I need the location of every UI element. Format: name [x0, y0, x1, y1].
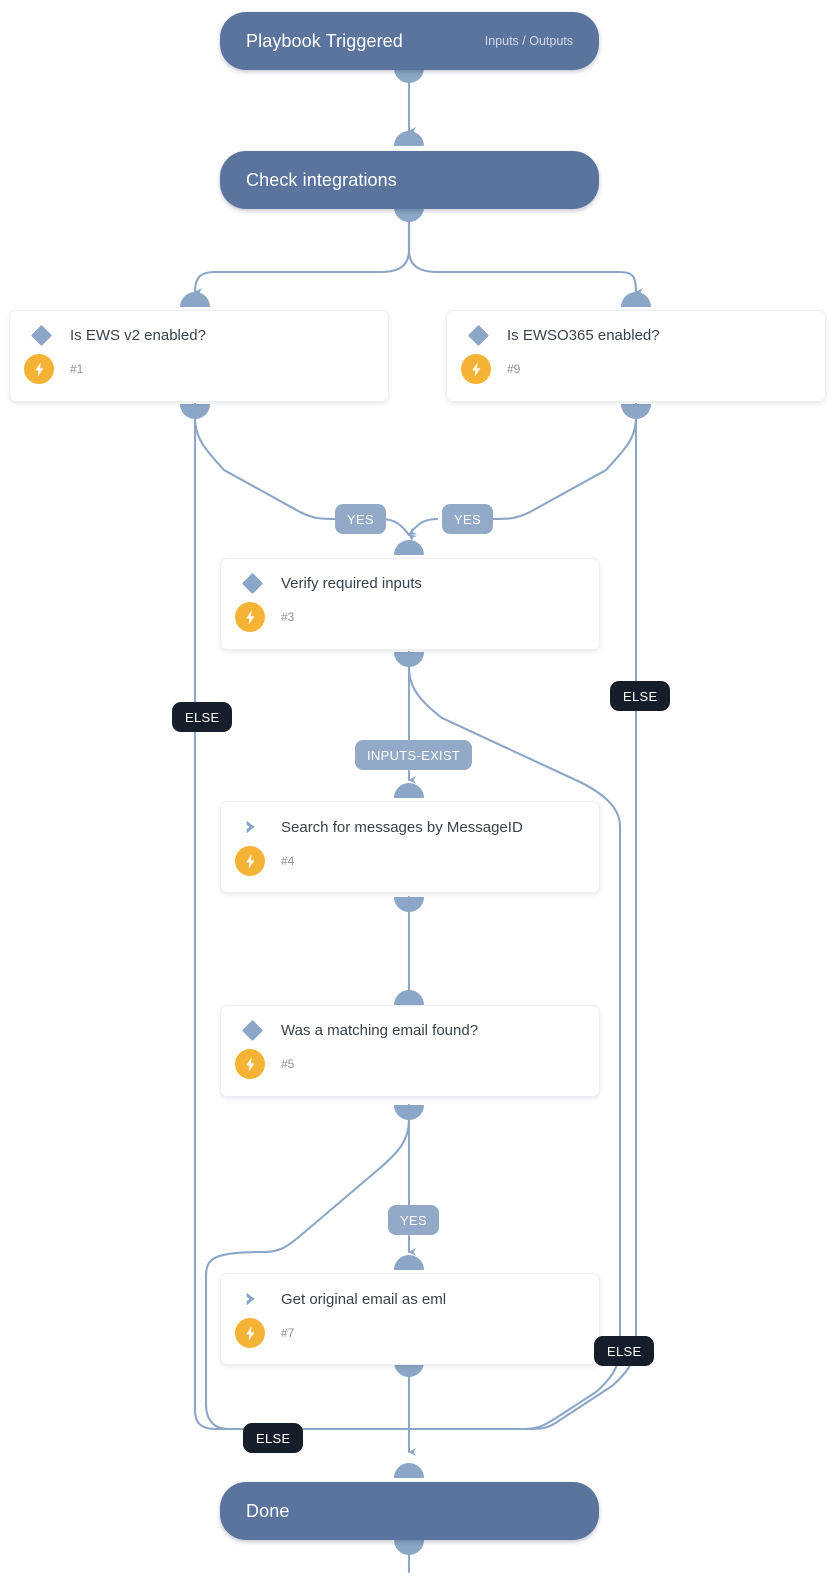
condition-diamond-icon	[24, 324, 58, 347]
card-header: Is EWSO365 enabled?	[447, 311, 825, 347]
node-title: Was a matching email found?	[281, 1022, 479, 1039]
edge-label-yes-matching-email[interactable]: YES	[388, 1205, 439, 1235]
automation-bolt-icon	[235, 846, 265, 876]
node-is-ews-v2-enabled[interactable]: Is EWS v2 enabled? #1	[9, 310, 389, 402]
node-title: Playbook Triggered	[246, 30, 403, 51]
edge-label-else-ews-v2[interactable]: ELSE	[172, 702, 233, 732]
card-header: Verify required inputs	[221, 559, 599, 595]
node-title: Get original email as eml	[281, 1290, 447, 1308]
automation-bolt-icon	[235, 1049, 265, 1079]
node-number: #4	[281, 854, 295, 868]
node-verify-required-inputs[interactable]: Verify required inputs #3	[220, 558, 600, 650]
card-header: Is EWS v2 enabled?	[10, 311, 388, 347]
condition-diamond-icon	[461, 324, 495, 347]
task-chevron-icon	[235, 1290, 269, 1308]
edge-label-else-ewso365[interactable]: ELSE	[610, 681, 671, 711]
automation-bolt-icon	[235, 602, 265, 632]
card-footer: #3	[221, 592, 599, 646]
card-footer: #7	[221, 1308, 599, 1362]
node-number: #5	[281, 1057, 295, 1071]
card-footer: #5	[221, 1039, 599, 1093]
node-search-for-messages-by-messageid[interactable]: Search for messages by MessageID #4	[220, 801, 600, 893]
edge-label-yes-right[interactable]: YES	[442, 504, 493, 534]
node-title: Done	[246, 1500, 290, 1521]
card-footer: #1	[10, 344, 388, 398]
edge-label-yes-left[interactable]: YES	[335, 504, 386, 534]
node-title: Is EWSO365 enabled?	[507, 327, 660, 344]
edge-label-else-bottom[interactable]: ELSE	[243, 1423, 304, 1453]
automation-bolt-icon	[235, 1318, 265, 1348]
node-playbook-triggered[interactable]: Playbook Triggered Inputs / Outputs	[220, 12, 599, 70]
edge-label-inputs-exist[interactable]: INPUTS-EXIST	[355, 740, 473, 770]
node-is-ewso365-enabled[interactable]: Is EWSO365 enabled? #9	[446, 310, 826, 402]
node-title: Verify required inputs	[281, 575, 422, 592]
node-title: Check integrations	[246, 169, 397, 190]
card-footer: #9	[447, 344, 825, 398]
condition-diamond-icon	[235, 572, 269, 595]
node-title: Is EWS v2 enabled?	[70, 327, 206, 344]
node-was-a-matching-email-found[interactable]: Was a matching email found? #5	[220, 1005, 600, 1097]
node-inputs-outputs-label: Inputs / Outputs	[484, 34, 573, 48]
card-header: Get original email as eml	[221, 1274, 599, 1308]
automation-bolt-icon	[461, 354, 491, 384]
task-chevron-icon	[235, 818, 269, 836]
card-header: Search for messages by MessageID	[221, 802, 599, 836]
card-header: Was a matching email found?	[221, 1006, 599, 1042]
condition-diamond-icon	[235, 1019, 269, 1042]
node-check-integrations[interactable]: Check integrations	[220, 151, 599, 209]
node-number: #9	[507, 362, 521, 376]
automation-bolt-icon	[24, 354, 54, 384]
card-footer: #4	[221, 836, 599, 890]
node-number: #3	[281, 610, 295, 624]
edge-label-else-verify-inputs[interactable]: ELSE	[594, 1336, 655, 1366]
node-get-original-email-as-eml[interactable]: Get original email as eml #7	[220, 1273, 600, 1365]
node-done[interactable]: Done	[220, 1482, 599, 1540]
node-number: #1	[70, 362, 84, 376]
node-number: #7	[281, 1326, 295, 1340]
node-title: Search for messages by MessageID	[281, 818, 523, 836]
